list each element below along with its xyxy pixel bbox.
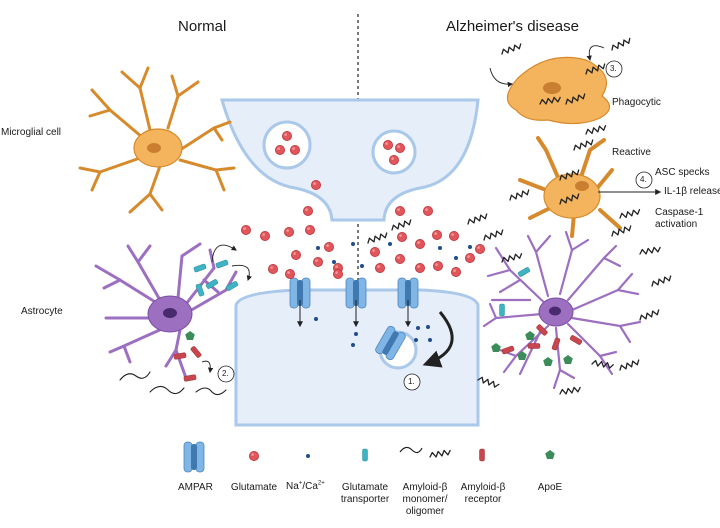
label-il1b-release: IL-1β release [664, 186, 720, 197]
ions [314, 242, 472, 347]
legend-apoe-label: ApoE [537, 482, 563, 493]
header-normal: Normal [178, 18, 227, 35]
internalization-arrow [422, 311, 454, 368]
postsynaptic-terminal [234, 288, 480, 427]
microglia-reactive [518, 136, 622, 238]
legend-amyloid-icon [399, 446, 452, 459]
legend-ampar-icon [183, 441, 205, 473]
legend-transporter-line1: Glutamate [341, 482, 389, 493]
astrocyte-ad [482, 230, 642, 390]
apoe-normal [185, 331, 195, 340]
step-2-label: 2. [222, 369, 229, 378]
step-2-marker [217, 365, 235, 383]
legend-ion-base: Na [286, 481, 299, 492]
legend-transporter-line2: transporter [340, 494, 390, 505]
header-alzheimers: Alzheimer's disease [446, 18, 579, 35]
endocytic-vesicle [373, 324, 418, 370]
label-caspase-line1: Caspase-1 [655, 207, 704, 218]
label-phagocytic: Phagocytic [612, 97, 661, 108]
label-microglial-cell: Microglial cell [1, 127, 62, 138]
legend-amyloid-label: Amyloid-β monomer/ oligomer [396, 482, 454, 518]
step-3-label: 3. [610, 64, 617, 73]
astrocyte-normal [94, 242, 238, 380]
legend-receptor-line1: Amyloid-β [460, 482, 506, 493]
label-asc-specks: ASC specks [655, 167, 710, 178]
microglia-normal [78, 66, 236, 214]
legend-amyloid-line2: monomer/ [402, 494, 448, 505]
legend-ion-icon [306, 454, 310, 458]
legend-ion-mid: /Ca [302, 481, 318, 492]
legend-glutamate-label: Glutamate [230, 482, 278, 493]
legend-ampar-label: AMPAR [178, 482, 213, 493]
legend-transporter-icon [362, 448, 368, 462]
legend-amyloid-line3: oligomer [405, 506, 445, 517]
receptors-ad [501, 323, 583, 355]
step-1-label: 1. [408, 377, 415, 386]
legend-glutamate-icon [248, 450, 260, 462]
amyloid-normal [119, 371, 227, 396]
legend-ion-label: Na+/Ca2+ [286, 481, 325, 493]
presynaptic-terminal [220, 98, 480, 222]
vesicle-left [262, 120, 312, 170]
legend-ion-plus: + [298, 480, 303, 487]
legend-receptor-label: Amyloid-β receptor [456, 482, 510, 506]
legend-amyloid-line1: Amyloid-β [402, 482, 448, 493]
legend-ion-sup: 2+ [317, 480, 325, 487]
step-4-marker [635, 171, 653, 189]
legend-transporter-label: Glutamate transporter [336, 482, 394, 506]
legend-receptor-icon [479, 448, 485, 462]
legend-receptor-line2: receptor [464, 494, 502, 505]
label-reactive: Reactive [612, 147, 651, 158]
step-4-label: 4. [640, 175, 647, 184]
label-caspase-line2: activation [655, 219, 698, 230]
legend-apoe-icon [545, 450, 555, 459]
step-3-marker [605, 60, 623, 78]
vesicle-right [371, 129, 417, 175]
label-astrocyte: Astrocyte [21, 306, 63, 317]
step-1-marker [403, 373, 421, 391]
